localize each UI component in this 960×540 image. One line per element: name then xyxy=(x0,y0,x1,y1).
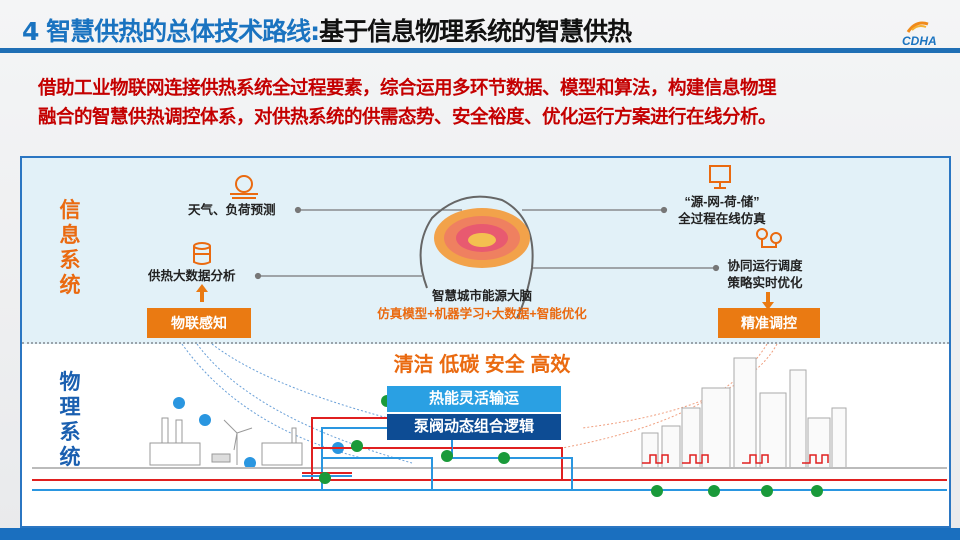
simulation-line-1: “源-网-荷-储” xyxy=(684,195,760,209)
intro-line-1: 借助工业物联网连接供热系统全过程要素，综合运用多环节数据、模型和算法，构建信息物… xyxy=(38,78,777,99)
bigdata-analysis-label: 供热大数据分析 xyxy=(148,269,236,283)
cps-diagram: 信息系统 物理系统 天气、负荷预测 供热大数据分析 物联感知 智慧城市能源大脑 … xyxy=(20,156,951,528)
iot-sensing-button[interactable]: 物联感知 xyxy=(147,308,251,338)
simulation-label: “源-网-荷-储” 全过程在线仿真 xyxy=(662,194,782,228)
title-prefix: 4 智慧供热的总体技术路线: xyxy=(22,17,320,46)
diagram-graphics xyxy=(32,165,947,497)
city-buildings xyxy=(641,357,847,469)
title-main: 基于信息物理系统的智慧供热 xyxy=(319,17,632,46)
cdha-logo: CDHA xyxy=(898,18,948,48)
intro-line-2: 融合的智慧供热调控体系，对供热系统的供需态势、安全裕度、优化运行方案进行在线分析… xyxy=(38,107,777,128)
pump-valve-logic-box: 泵阀动态组合逻辑 xyxy=(387,414,561,440)
power-plant-icons xyxy=(149,417,303,466)
brain-title: 智慧城市能源大脑 xyxy=(431,289,532,303)
brain-methods: 仿真模型+机器学习+大数据+智能优化 xyxy=(377,307,587,321)
page-title: 4 智慧供热的总体技术路线:基于信息物理系统的智慧供热 xyxy=(22,12,632,48)
physical-system-label: 物理系统 xyxy=(59,371,81,469)
up-arrow-icon xyxy=(196,284,208,302)
gauge-icon xyxy=(756,228,782,248)
database-icon xyxy=(193,242,211,265)
down-arrow-icon xyxy=(762,292,774,310)
precise-control-button[interactable]: 精准调控 xyxy=(718,308,820,338)
dispatch-label: 协同运行调度策略实时优化 xyxy=(710,258,820,292)
goals-text: 清洁 低碳 安全 高效 xyxy=(393,354,571,376)
dispatch-line-2: 策略实时优化 xyxy=(727,276,803,290)
monitor-chart-icon xyxy=(709,165,731,189)
weather-forecast-label: 天气、负荷预测 xyxy=(188,203,276,217)
info-system-label: 信息系统 xyxy=(59,199,81,297)
footer-bar xyxy=(0,528,960,540)
heat-transport-box: 热能灵活输运 xyxy=(387,386,561,412)
simulation-line-2: 全过程在线仿真 xyxy=(678,212,766,226)
dispatch-line-1: 协同运行调度 xyxy=(727,259,803,273)
weather-icon xyxy=(230,175,258,199)
title-rule xyxy=(0,48,960,53)
brain-icon xyxy=(419,195,534,319)
svg-text:CDHA: CDHA xyxy=(902,34,937,48)
intro-text: 借助工业物联网连接供热系统全过程要素，综合运用多环节数据、模型和算法，构建信息物… xyxy=(38,74,938,132)
